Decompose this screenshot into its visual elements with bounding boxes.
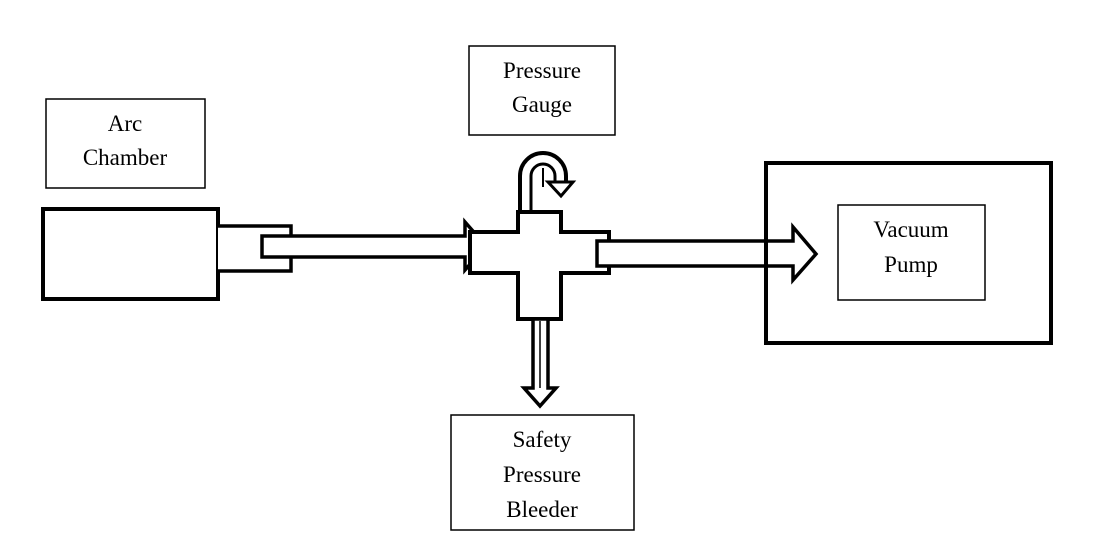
gauge-loop-tube-inner xyxy=(529,162,557,212)
arc-chamber-label-line-1: Arc xyxy=(108,111,142,136)
arc-chamber-label-box: Arc Chamber xyxy=(45,98,206,189)
pressure-gauge-label-line-1: Pressure xyxy=(503,58,581,83)
arrow-fitting-to-vacuum-pump xyxy=(595,222,819,285)
pressure-gauge-label-line-2: Gauge xyxy=(512,92,572,117)
safety-bleeder-label-box: Safety Pressure Bleeder xyxy=(450,414,635,531)
gauge-loop-tube xyxy=(518,151,568,212)
arc-chamber-label-line-2: Chamber xyxy=(83,145,168,170)
safety-bleeder-label-line-2: Pressure xyxy=(503,462,581,487)
cross-fitting xyxy=(468,210,611,321)
vacuum-pump-enclosure xyxy=(764,161,1053,345)
vacuum-pump-label-line-2: Pump xyxy=(884,252,938,277)
pressure-gauge-label-box: Pressure Gauge xyxy=(468,45,616,136)
vacuum-pump-label-line-1: Vacuum xyxy=(873,217,948,242)
safety-bleeder-label-line-1: Safety xyxy=(513,427,572,452)
vacuum-pump-label-box: Vacuum Pump xyxy=(837,204,986,301)
safety-bleeder-label-line-3: Bleeder xyxy=(506,497,578,522)
arc-chamber-body xyxy=(41,207,220,301)
gauge-loop-arrowhead xyxy=(544,180,577,199)
arrow-arc-chamber-to-fitting xyxy=(260,217,489,275)
